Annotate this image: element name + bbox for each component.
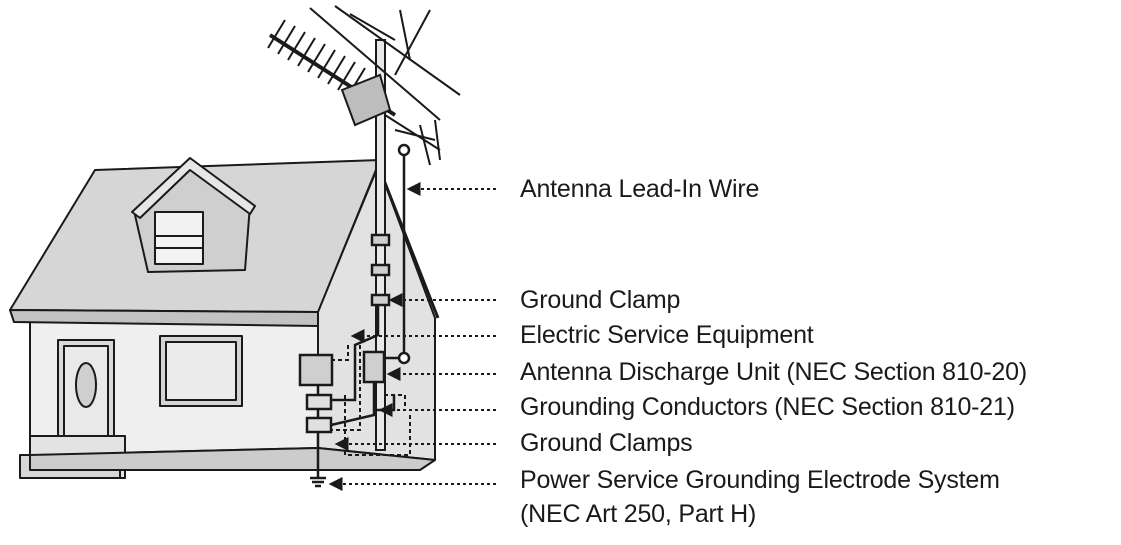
label-grounding-conductors: Grounding Conductors (NEC Section 810-21… — [520, 393, 1015, 421]
label-power-service-line1: Power Service Grounding Electrode System — [520, 466, 1000, 494]
electric-service-box — [298, 353, 334, 387]
dormer — [131, 157, 256, 273]
label-antenna-discharge-unit: Antenna Discharge Unit (NEC Section 810-… — [520, 358, 1027, 386]
leader-lines — [328, 182, 496, 491]
label-power-service-line2: (NEC Art 250, Part H) — [520, 500, 757, 528]
label-electric-service-equipment: Electric Service Equipment — [520, 321, 814, 349]
house — [9, 157, 440, 479]
wiring — [298, 143, 411, 488]
label-ground-clamps: Ground Clamps — [520, 429, 693, 457]
door — [57, 339, 115, 441]
window — [159, 335, 243, 407]
label-ground-clamp: Ground Clamp — [520, 286, 681, 314]
label-antenna-lead-in-wire: Antenna Lead-In Wire — [520, 175, 760, 203]
bonding-dashes — [331, 345, 411, 456]
discharge-unit — [362, 350, 386, 384]
